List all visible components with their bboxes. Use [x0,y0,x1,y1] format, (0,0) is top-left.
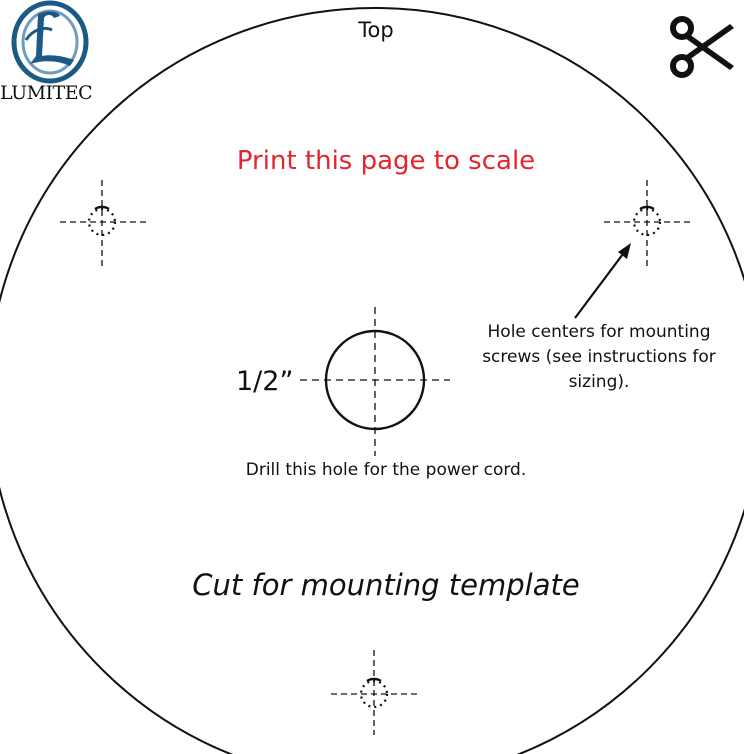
hole-size-label: 1/2” [236,366,294,397]
drill-hole-note: Drill this hole for the power cord. [245,460,527,480]
screw-hole-note-line: Hole centers for mounting [487,322,711,342]
screw-hole-note-line: sizing). [568,372,630,392]
top-label: Top [358,18,394,42]
scissors-icon [670,16,734,78]
lumitec-logo-icon [11,0,89,84]
callout-arrow [574,243,631,319]
screw-hole-note-line: screws (see instructions for [482,347,716,367]
screw-hole-mark-left [60,180,146,266]
screw-hole-mark-bottom [331,650,417,735]
screw-hole-note: Hole centers for mounting screws (see in… [470,320,728,395]
brand-name: LUMITEC [0,82,93,104]
template-cut-circle [0,7,744,754]
print-to-scale-note: Print this page to scale [236,146,536,176]
power-cord-hole [300,307,450,456]
screw-hole-mark-right [604,180,690,266]
cut-template-note: Cut for mounting template [192,568,580,602]
